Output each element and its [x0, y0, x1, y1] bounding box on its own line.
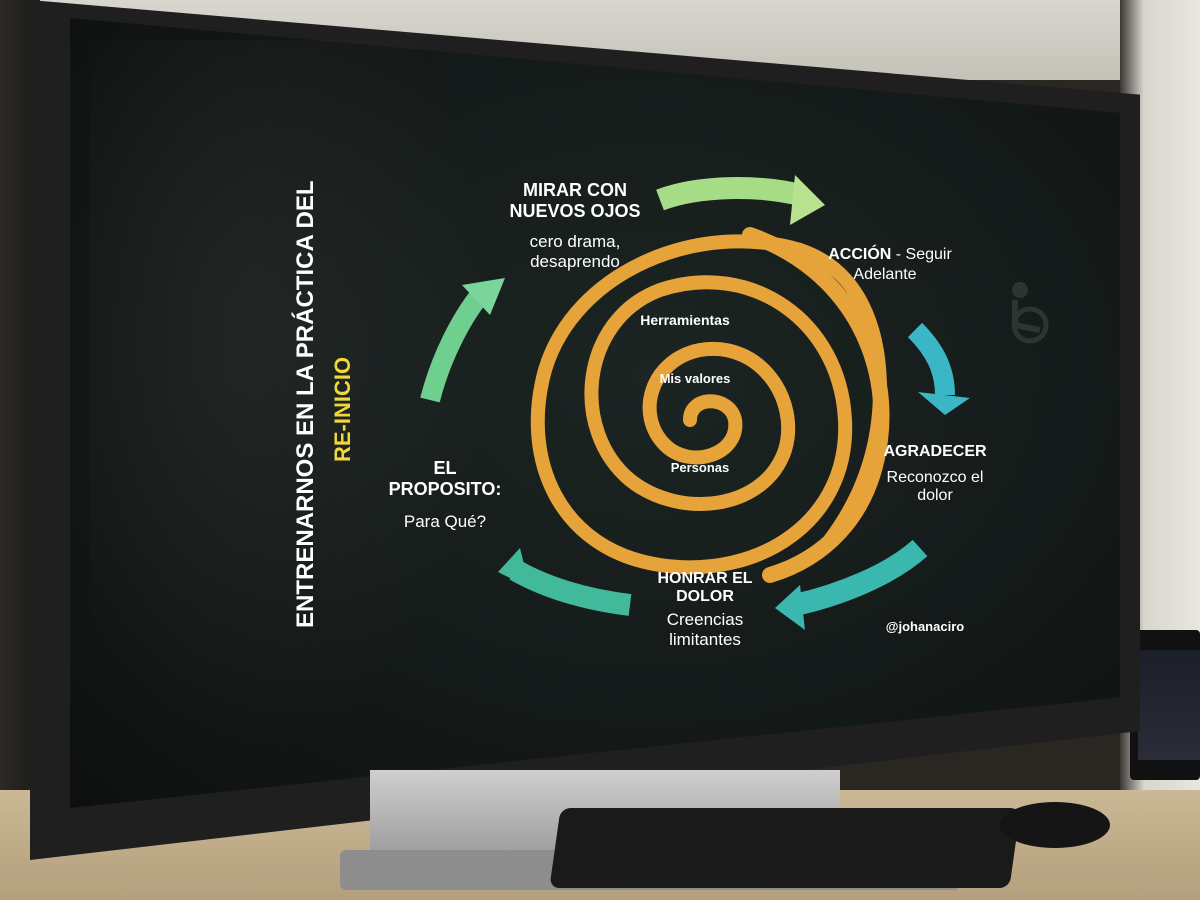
label-agradecer-heading: AGRADECER: [883, 443, 987, 460]
label-honrar-sub: Creencias limitantes: [666, 610, 744, 649]
label-accion-heading: ACCIÓN: [828, 246, 892, 263]
label-proposito-sub: Para Qué?: [403, 512, 487, 531]
author-handle: @johanaciro: [885, 619, 965, 634]
label-honrar-heading: HONRAR EL DOLOR: [657, 570, 753, 606]
slide-title-accent: RE-INICIO: [330, 356, 355, 462]
label-agradecer-sub: Reconozco el dolor: [886, 469, 984, 505]
label-mirar-heading: MIRAR CON NUEVOS OJOS: [509, 180, 641, 221]
spiral-label-herramientas: Herramientas: [640, 312, 730, 328]
mouse: [1000, 802, 1110, 848]
arrow-left: [420, 288, 488, 403]
arrow-bottom-left: [509, 560, 632, 616]
label-accion: ACCIÓN - Seguir: [815, 246, 965, 264]
spiral-label-mis-valores: Mis valores: [659, 371, 731, 386]
spiral-label-personas: Personas: [670, 460, 730, 475]
keyboard: [549, 808, 1021, 888]
arrow-right: [907, 322, 955, 396]
screen-reflection: [90, 40, 490, 760]
arrow-bottom-right: [792, 539, 928, 616]
label-accion-inline: - Seguir: [891, 246, 952, 263]
arrow-top: [656, 177, 803, 211]
label-proposito-heading: EL PROPOSITO:: [388, 458, 502, 499]
laptop-screen: [1138, 650, 1200, 760]
label-mirar-sub: cero drama, desaprendo: [529, 232, 621, 271]
slide-title: ENTRENARNOS EN LA PRÁCTICA DEL: [292, 180, 319, 628]
label-accion-sub: Adelante: [853, 266, 917, 283]
